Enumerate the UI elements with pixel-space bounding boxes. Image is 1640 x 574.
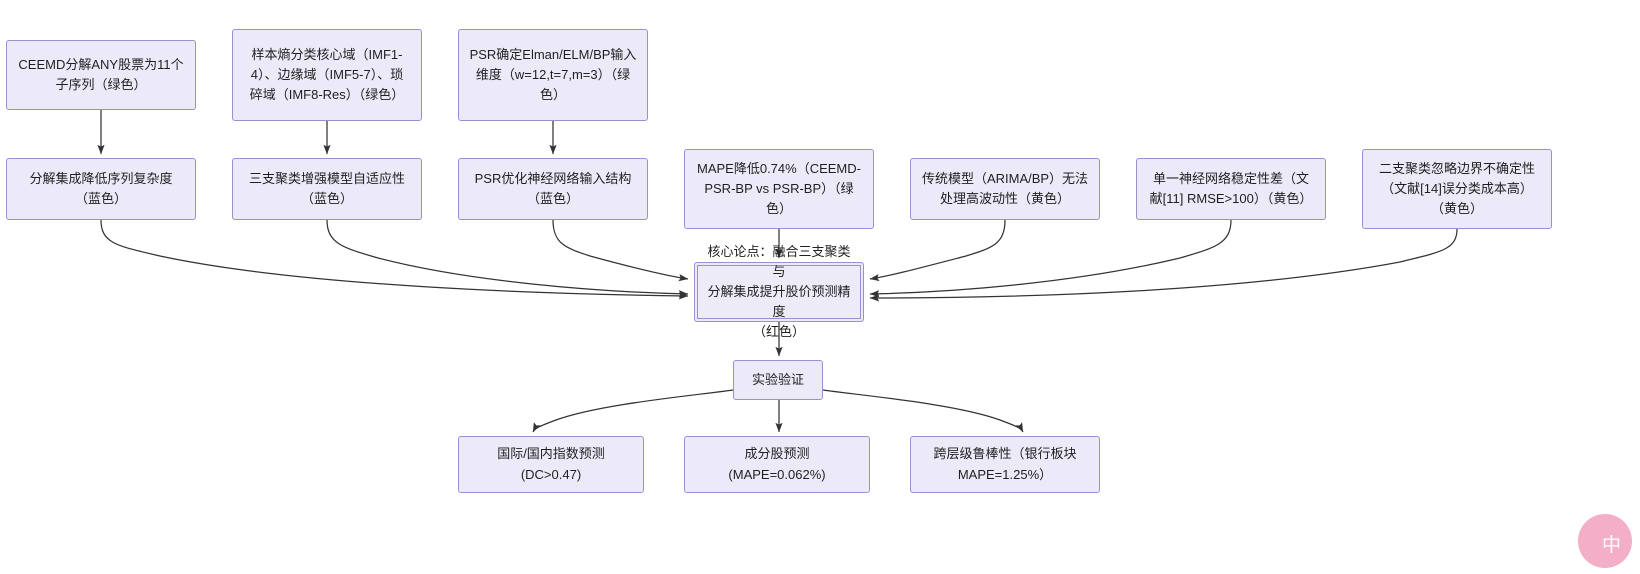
node-label: 成分股预测 (MAPE=0.062%)	[728, 446, 826, 482]
edge-n12-n15	[822, 389, 1024, 433]
node-three-way-clustering-adaptivity[interactable]: 三支聚类增强模型自适应性 （蓝色）	[232, 158, 422, 220]
node-cross-level-robustness[interactable]: 跨层级鲁棒性（银行板块 MAPE=1.25%）	[910, 436, 1100, 493]
edge-n4-core	[100, 219, 689, 300]
node-psr-optimizes-network-input[interactable]: PSR优化神经网络输入结构 （蓝色）	[458, 158, 648, 220]
node-label: PSR优化神经网络输入结构 （蓝色）	[474, 170, 632, 206]
node-mape-reduction[interactable]: MAPE降低0.74%（CEEMD- PSR-BP vs PSR-BP）（绿 色…	[684, 149, 874, 229]
node-label: 样本熵分类核心域（IMF1- 4）、边缘域（IMF5-7）、琐 碎域（IMF8-…	[249, 46, 405, 103]
node-single-network-instability[interactable]: 单一神经网络稳定性差（文 献[11] RMSE>100）（黄色）	[1136, 158, 1326, 220]
node-label: 实验验证	[751, 371, 804, 387]
watermark-text: 中	[1601, 533, 1621, 556]
node-label: 核心论点：融合三支聚类与 分解集成提升股价预测精度 （红色）	[707, 243, 851, 340]
edge-n6-core	[552, 219, 689, 282]
edge-n8-core	[869, 219, 1006, 282]
node-label: CEEMD分解ANY股票为11个 子序列（绿色）	[18, 56, 184, 92]
node-label: 分解集成降低序列复杂度 （蓝色）	[29, 170, 173, 206]
node-label: 国际/国内指数预测 (DC>0.47)	[497, 446, 605, 482]
node-label: 三支聚类增强模型自适应性 （蓝色）	[248, 170, 405, 206]
edge-n5-core	[326, 219, 689, 298]
watermark-badge: 中	[1578, 514, 1632, 568]
edge-n9-core	[869, 219, 1232, 298]
node-label: MAPE降低0.74%（CEEMD- PSR-BP vs PSR-BP）（绿 色…	[697, 160, 861, 217]
node-ceemd-decomposition[interactable]: CEEMD分解ANY股票为11个 子序列（绿色）	[6, 40, 196, 110]
node-index-forecast[interactable]: 国际/国内指数预测 (DC>0.47)	[458, 436, 644, 493]
node-traditional-model-limitation[interactable]: 传统模型（ARIMA/BP）无法 处理高波动性（黄色）	[910, 158, 1100, 220]
node-sample-entropy-classification[interactable]: 样本熵分类核心域（IMF1- 4）、边缘域（IMF5-7）、琐 碎域（IMF8-…	[232, 29, 422, 121]
node-label: 单一神经网络稳定性差（文 献[11] RMSE>100）（黄色）	[1149, 170, 1313, 206]
node-label: PSR确定Elman/ELM/BP输入 维度（w=12,t=7,m=3）（绿 色…	[469, 46, 637, 103]
node-two-way-clustering-boundary[interactable]: 二支聚类忽略边界不确定性 （文献[14]误分类成本高） （黄色）	[1362, 149, 1552, 229]
node-experimental-validation[interactable]: 实验验证	[733, 360, 823, 400]
edge-n10-core	[869, 228, 1458, 302]
node-label: 跨层级鲁棒性（银行板块 MAPE=1.25%）	[933, 446, 1077, 482]
node-decomposition-reduces-complexity[interactable]: 分解集成降低序列复杂度 （蓝色）	[6, 158, 196, 220]
edge-n12-n13	[532, 389, 734, 433]
node-label: 二支聚类忽略边界不确定性 （文献[14]误分类成本高） （黄色）	[1378, 160, 1535, 217]
node-constituent-stock-forecast[interactable]: 成分股预测 (MAPE=0.062%)	[684, 436, 870, 493]
node-core-thesis[interactable]: 核心论点：融合三支聚类与 分解集成提升股价预测精度 （红色）	[694, 244, 864, 339]
node-label: 传统模型（ARIMA/BP）无法 处理高波动性（黄色）	[921, 170, 1089, 206]
node-psr-input-dimension[interactable]: PSR确定Elman/ELM/BP输入 维度（w=12,t=7,m=3）（绿 色…	[458, 29, 648, 121]
